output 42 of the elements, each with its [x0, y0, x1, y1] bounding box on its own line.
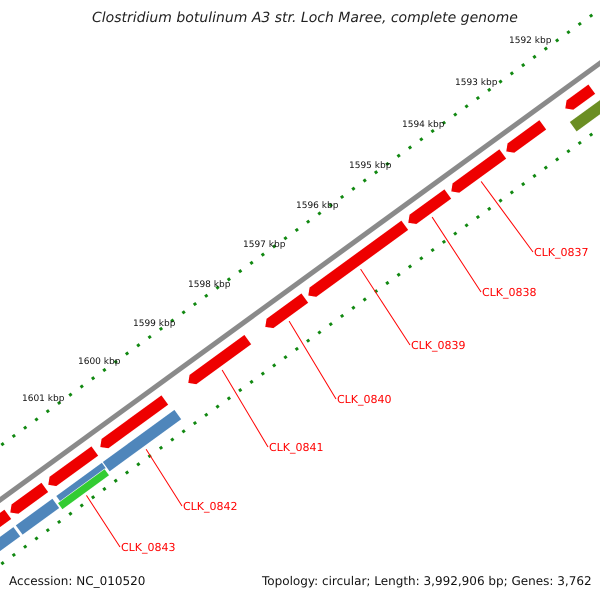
gene-block — [188, 334, 252, 385]
tick-label: 1593 kbp — [455, 79, 498, 88]
leader-line — [288, 320, 336, 400]
gene-block — [408, 188, 452, 225]
leader-line — [360, 268, 410, 346]
gene-label: CLK_0841 — [269, 442, 324, 453]
gene-bar — [57, 468, 110, 510]
gene-label: CLK_0842 — [183, 501, 238, 512]
leader-line — [146, 448, 182, 506]
gene-block — [264, 292, 309, 329]
gene-block — [100, 394, 169, 449]
tick-label: 1599 kbp — [133, 320, 176, 329]
leader-line — [222, 369, 268, 448]
tick-label: 1600 kbp — [78, 358, 120, 367]
tick-label: 1601 kbp — [22, 395, 64, 404]
gene-block — [10, 482, 49, 514]
gene-block — [48, 446, 99, 487]
genome-info-text: Topology: circular; Length: 3,992,906 bp; Genes: 3,762 — [262, 575, 592, 587]
gene-label: CLK_0843 — [121, 542, 176, 553]
gene-label: CLK_0840 — [337, 394, 392, 405]
title: Clostridium botulinum A3 str. Loch Maree, complete genome — [92, 11, 518, 25]
tick-label: 1592 kbp — [509, 37, 552, 46]
tick-label: 1598 kbp — [188, 281, 230, 290]
tick-label: 1596 kbp — [296, 202, 338, 211]
gene-label: CLK_0838 — [482, 287, 537, 298]
gene-bar — [102, 409, 182, 472]
gene-label: CLK_0839 — [411, 340, 466, 351]
gene-label: CLK_0837 — [534, 247, 589, 258]
tick-label: 1595 kbp — [349, 162, 392, 171]
leader-line — [432, 216, 482, 292]
gene-block — [564, 84, 596, 110]
gene-block — [0, 509, 12, 529]
gene-block — [506, 120, 547, 154]
tick-label: 1594 kbp — [402, 121, 444, 130]
tick-label: 1597 kbp — [243, 241, 286, 250]
leader-line — [86, 494, 120, 548]
gene-bar — [15, 498, 60, 536]
gene-bar — [56, 462, 106, 502]
leader-line — [480, 180, 534, 252]
accession-text: Accession: NC_010520 — [9, 575, 146, 587]
gene-block — [308, 220, 409, 298]
gene-block — [450, 148, 507, 194]
